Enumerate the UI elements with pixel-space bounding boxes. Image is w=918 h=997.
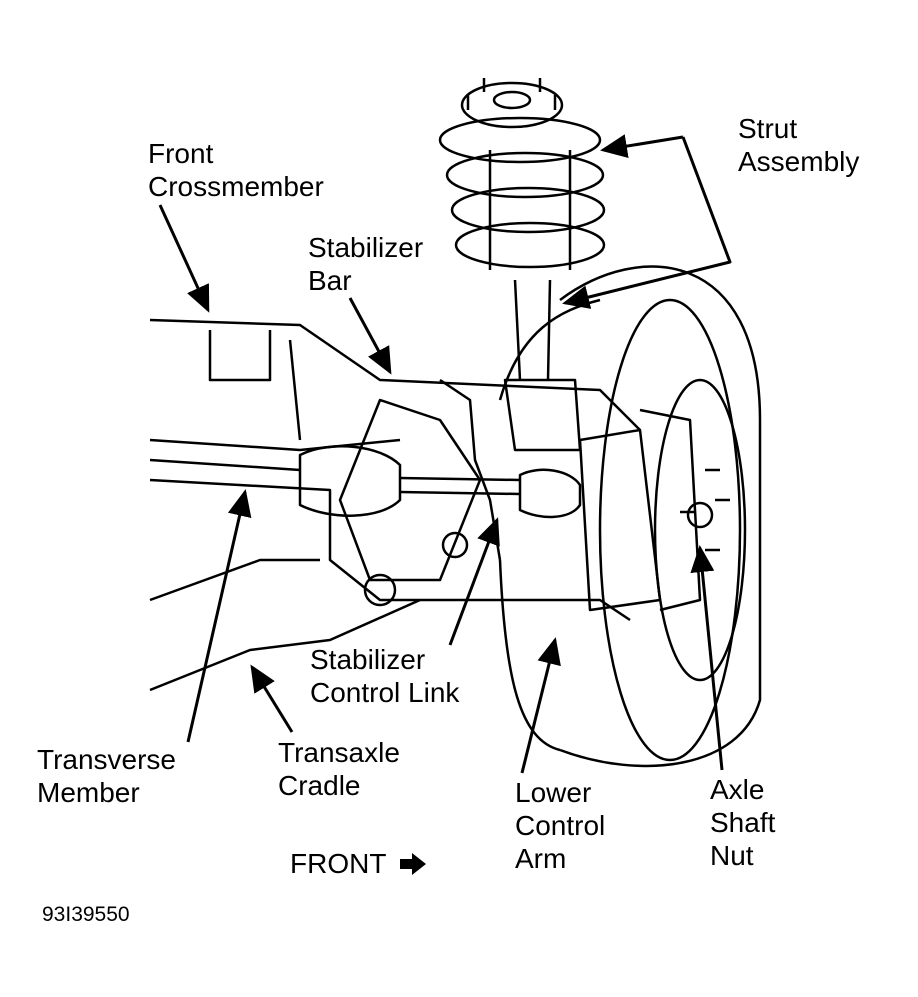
label-line: Strut <box>738 113 798 144</box>
label-lower-control-arm: Lower Control Arm <box>515 776 605 875</box>
label-axle-shaft-nut: Axle Shaft Nut <box>710 773 775 872</box>
label-line: Stabilizer <box>308 232 424 263</box>
label-strut-assembly: Strut Assembly <box>738 112 859 178</box>
label-line: Shaft <box>710 807 776 838</box>
arrow-right-icon <box>400 853 427 875</box>
label-stabilizer-bar: Stabilizer Bar <box>308 231 423 297</box>
label-stabilizer-control-link: Stabilizer Control Link <box>310 643 459 709</box>
label-line: Transverse <box>37 744 177 775</box>
label-line: Stabilizer <box>310 644 426 675</box>
label-line: Member <box>37 777 140 808</box>
leader-lines <box>158 134 732 774</box>
label-line: Assembly <box>738 146 860 177</box>
label-line: Axle <box>710 774 765 805</box>
figure-number: 93I39550 <box>42 903 130 926</box>
strut-spring <box>438 78 606 452</box>
label-line: Lower <box>515 777 592 808</box>
axle-shaft <box>149 445 582 519</box>
label-line: Nut <box>710 840 754 871</box>
label-line: Front <box>148 138 214 169</box>
label-line: Arm <box>515 843 567 874</box>
label-line: Transaxle <box>278 737 400 768</box>
label-line: Control Link <box>310 677 460 708</box>
label-transaxle-cradle: Transaxle Cradle <box>278 736 400 802</box>
label-line: Cradle <box>278 770 361 801</box>
label-front-crossmember: Front Crossmember <box>148 137 324 203</box>
front-indicator: FRONT <box>290 848 428 880</box>
label-transverse-member: Transverse Member <box>37 743 176 809</box>
label-line: Control <box>515 810 606 841</box>
label-line: Bar <box>308 265 352 296</box>
front-label: FRONT <box>290 848 387 879</box>
label-line: Crossmember <box>148 171 324 202</box>
